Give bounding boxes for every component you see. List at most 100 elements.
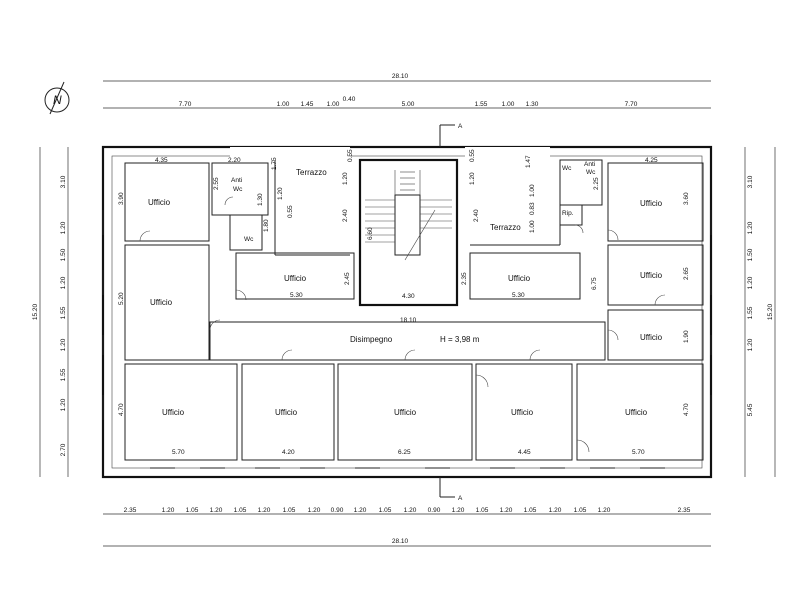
- dim-chain-right: 3.101.201.501.201.551.205.45: [747, 175, 754, 416]
- room-ufficio-b5: [576, 363, 704, 461]
- dim-bottom-19: 1.20: [598, 507, 611, 514]
- label-wc-right: Wc: [562, 165, 572, 172]
- dim-left-0: 3.10: [60, 175, 67, 188]
- dim-right-4: 1.55: [747, 306, 754, 319]
- room-ufficio-b2: [241, 363, 335, 461]
- dim-top-7: 1.00: [502, 101, 515, 108]
- svg-text:5.30: 5.30: [512, 292, 525, 299]
- north-arrow-icon: N: [44, 81, 70, 115]
- svg-text:2.65: 2.65: [683, 267, 690, 280]
- staircase: [358, 158, 459, 307]
- label-ufficio-b3: Ufficio: [394, 408, 417, 417]
- room-ufficio-6: [607, 309, 704, 361]
- room-ufficio-2: [124, 244, 210, 361]
- dim-top-9: 7.70: [625, 101, 638, 108]
- room-ufficio-b3: [337, 363, 473, 461]
- dim-top-3: 1.00: [327, 101, 340, 108]
- svg-text:1.30: 1.30: [257, 193, 264, 206]
- svg-text:1.75: 1.75: [271, 157, 278, 170]
- dim-bottom-17: 1.20: [549, 507, 562, 514]
- svg-text:0.55: 0.55: [469, 149, 476, 162]
- dim-right-0: 3.10: [747, 175, 754, 188]
- dim-bottom-18: 1.05: [574, 507, 587, 514]
- room-wc-left: [229, 214, 263, 251]
- label-anti-left-1: Anti: [231, 177, 242, 184]
- dim-left-6: 1.55: [60, 368, 67, 381]
- label-terrazzo-right: Terrazzo: [490, 223, 521, 232]
- dim-overall-bottom: 28.10: [392, 538, 409, 545]
- svg-text:1.00: 1.00: [529, 220, 536, 233]
- svg-text:4.70: 4.70: [683, 403, 690, 416]
- dim-overall-right: 15.20: [767, 303, 774, 320]
- dimension-lines: [39, 80, 776, 547]
- svg-text:3.90: 3.90: [118, 192, 125, 205]
- svg-text:2.35: 2.35: [461, 272, 468, 285]
- dim-left-3: 1.20: [60, 276, 67, 289]
- room-ufficio-3: [235, 252, 355, 300]
- svg-text:1.47: 1.47: [525, 155, 532, 168]
- svg-text:6.25: 6.25: [398, 449, 411, 456]
- dim-bottom-4: 1.05: [234, 507, 247, 514]
- dim-overall-top: 28.10: [392, 73, 409, 80]
- dim-left-2: 1.50: [60, 248, 67, 261]
- svg-text:0.55: 0.55: [347, 149, 354, 162]
- label-height: H = 3,98 m: [440, 335, 480, 344]
- dim-bottom-2: 1.05: [186, 507, 199, 514]
- section-label-bottom: A: [458, 495, 463, 502]
- svg-text:0.55: 0.55: [287, 205, 294, 218]
- corridor: [209, 321, 606, 361]
- label-ufficio-5: Ufficio: [640, 271, 663, 280]
- svg-text:4.45: 4.45: [518, 449, 531, 456]
- label-ufficio-6: Ufficio: [640, 333, 663, 342]
- dim-bottom-20: 2.35: [678, 507, 691, 514]
- label-terrazzo-left: Terrazzo: [296, 168, 327, 177]
- door-swings: [139, 196, 666, 453]
- section-label-top: A: [458, 123, 463, 130]
- dim-bottom-7: 1.20: [308, 507, 321, 514]
- svg-text:5.30: 5.30: [290, 292, 303, 299]
- svg-text:5.70: 5.70: [172, 449, 185, 456]
- dim-bottom-5: 1.20: [258, 507, 271, 514]
- svg-text:1.90: 1.90: [683, 330, 690, 343]
- label-anti-right-1: Anti: [584, 161, 595, 168]
- dim-top-8: 1.30: [526, 101, 539, 108]
- room-ufficio-7: [469, 252, 581, 300]
- label-ufficio-b5: Ufficio: [625, 408, 648, 417]
- dim-bottom-15: 1.20: [500, 507, 513, 514]
- dim-bottom-6: 1.05: [283, 507, 296, 514]
- dim-right-1: 1.20: [747, 221, 754, 234]
- dim-top-1: 1.00: [277, 101, 290, 108]
- section-line-top: A: [439, 123, 463, 147]
- svg-text:2.40: 2.40: [473, 209, 480, 222]
- label-ufficio-1: Ufficio: [148, 198, 171, 207]
- dim-chain-left: 3.101.201.501.201.551.201.551.202.70: [60, 175, 67, 456]
- label-rip: Rip.: [562, 210, 574, 217]
- label-anti-right-2: Wc: [586, 169, 596, 176]
- label-ufficio-b4: Ufficio: [511, 408, 534, 417]
- dim-bottom-13: 1.20: [452, 507, 465, 514]
- label-ufficio-b1: Ufficio: [162, 408, 185, 417]
- dim-bottom-1: 1.20: [162, 507, 175, 514]
- svg-text:1.20: 1.20: [277, 187, 284, 200]
- dim-top-5: 5.00: [402, 101, 415, 108]
- svg-text:2.55: 2.55: [213, 177, 220, 190]
- label-ufficio-7: Ufficio: [508, 274, 531, 283]
- dim-top-2: 1.45: [301, 101, 314, 108]
- svg-text:4.25: 4.25: [645, 157, 658, 164]
- dim-left-1: 1.20: [60, 221, 67, 234]
- room-ufficio-4: [607, 162, 704, 242]
- dim-right-3: 1.20: [747, 276, 754, 289]
- dim-bottom-9: 1.20: [354, 507, 367, 514]
- dim-bottom-12: 0.90: [428, 507, 441, 514]
- dim-bottom-0: 2.35: [124, 507, 137, 514]
- svg-text:3.60: 3.60: [683, 192, 690, 205]
- svg-text:5.20: 5.20: [118, 292, 125, 305]
- label-wc-left: Wc: [244, 236, 254, 243]
- dim-top-0: 7.70: [179, 101, 192, 108]
- north-label: N: [53, 93, 62, 107]
- dim-left-5: 1.20: [60, 338, 67, 351]
- svg-text:1.20: 1.20: [342, 172, 349, 185]
- svg-text:4.30: 4.30: [402, 293, 415, 300]
